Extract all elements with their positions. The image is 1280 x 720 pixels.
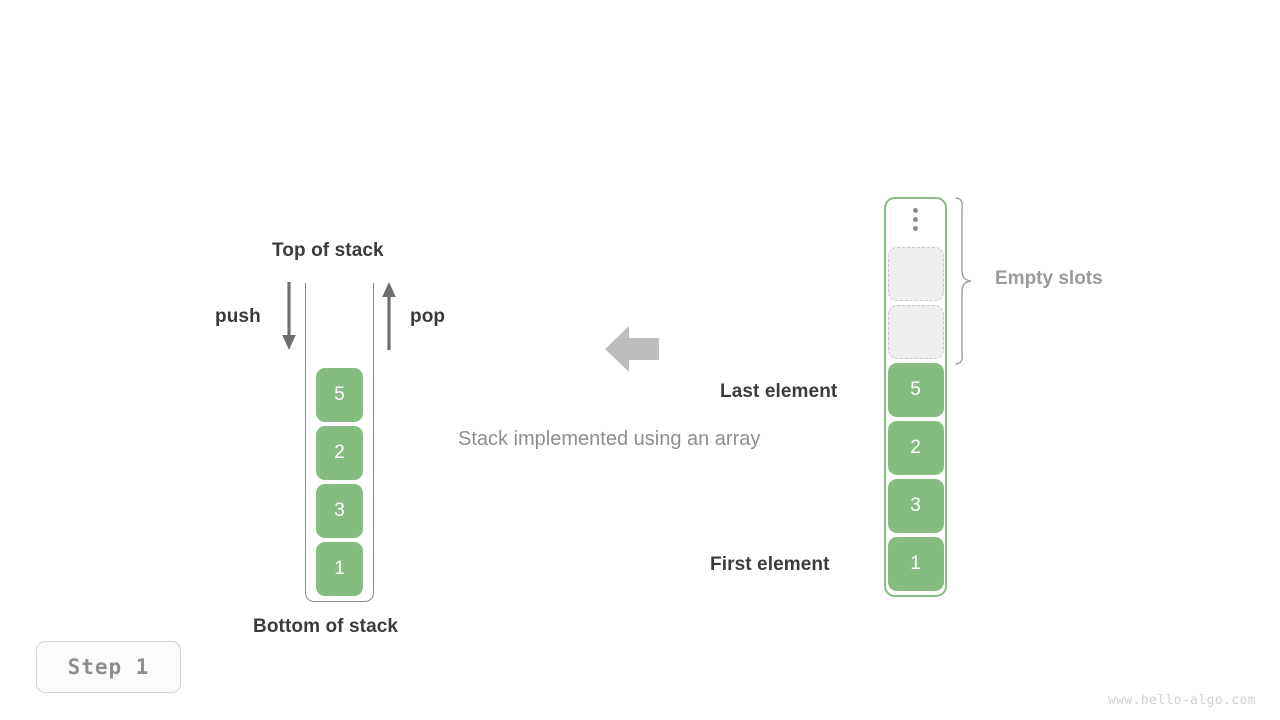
arrow-down-icon: [282, 282, 296, 350]
arrow-left-icon: [605, 326, 659, 372]
empty-slots-label: Empty slots: [995, 268, 1103, 289]
push-label: push: [215, 306, 261, 327]
array-element: 3: [887, 479, 944, 533]
curly-brace-icon: [955, 197, 972, 365]
watermark: www.hello-algo.com: [1107, 693, 1256, 708]
stack-element: 2: [316, 426, 363, 480]
array-element: 1: [887, 537, 944, 591]
pop-label: pop: [410, 306, 446, 327]
stack-element-list: 5 2 3 1: [305, 368, 374, 596]
array-element: 5: [887, 363, 944, 417]
stack-element: 1: [316, 542, 363, 596]
arrow-up-icon: [382, 282, 396, 350]
stack-element: 5: [316, 368, 363, 422]
stack-container: [305, 283, 374, 602]
step-badge: Step 1: [36, 641, 181, 693]
last-element-label: Last element: [720, 381, 838, 402]
diagram-caption: Stack implemented using an array: [458, 428, 761, 450]
vertical-ellipsis-icon: [888, 195, 944, 243]
array-container: 5 2 3 1: [884, 197, 947, 597]
bottom-of-stack-label: Bottom of stack: [253, 616, 399, 637]
array-empty-slot: [887, 247, 944, 301]
first-element-label: First element: [710, 554, 830, 575]
top-of-stack-label: Top of stack: [272, 240, 384, 261]
array-empty-slot: [887, 305, 944, 359]
array-slot-list: 5 2 3 1: [886, 199, 945, 595]
stack-element: 3: [316, 484, 363, 538]
array-element: 2: [887, 421, 944, 475]
stack-visual: 5 2 3 1: [305, 283, 374, 602]
